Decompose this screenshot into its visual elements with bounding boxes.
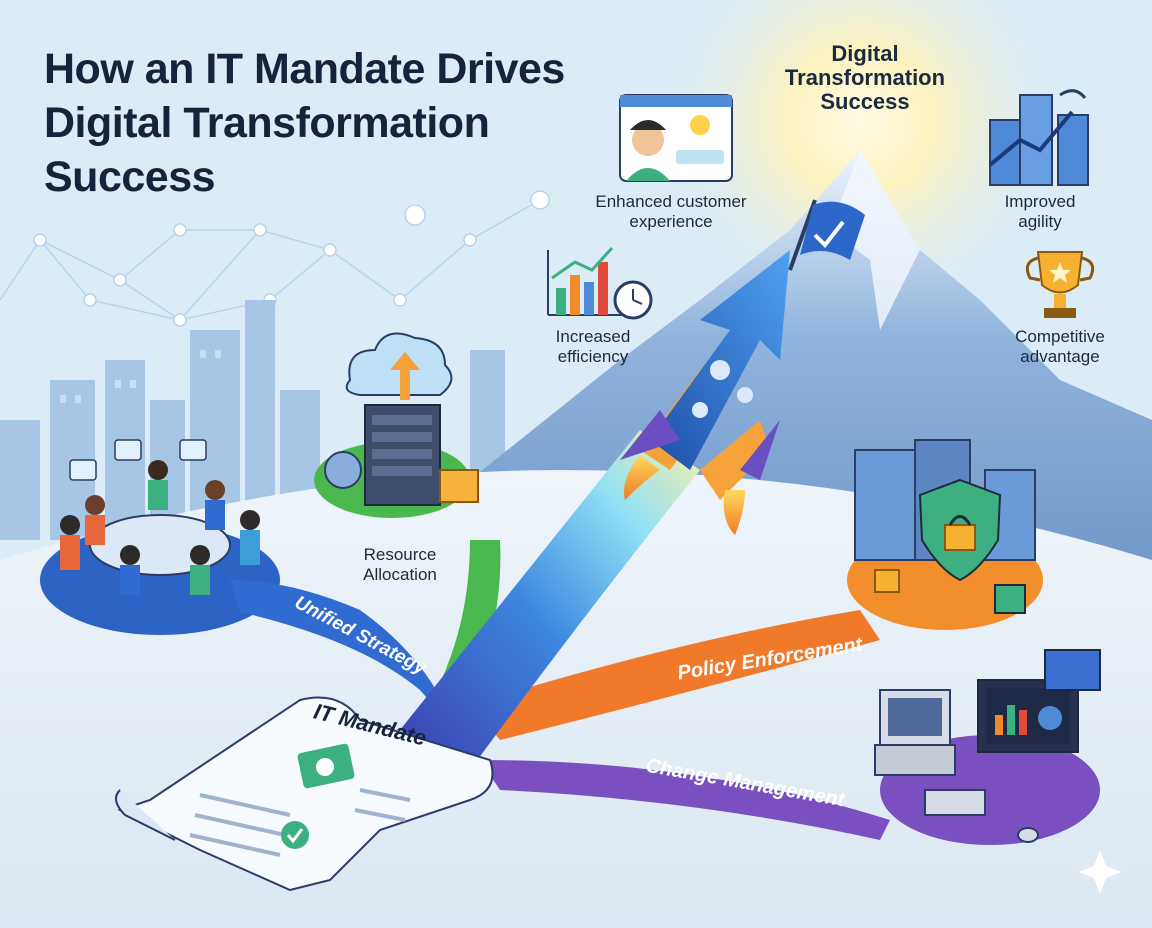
competitive-advantage-label: Competitive advantage (1000, 327, 1120, 367)
agility-label: Improved agility (985, 192, 1095, 232)
title-line-2: Digital Transformation (44, 99, 490, 147)
transformation-beam (400, 430, 700, 770)
buildings-growth-icon (988, 89, 1089, 186)
sparkle-icon (1078, 850, 1122, 894)
resource-allocation-label: Resource Allocation (350, 545, 450, 585)
resource-allocation-line-1: Resource (363, 545, 437, 564)
goal-line-2: Transformation (784, 65, 946, 90)
unified-strategy-path (230, 580, 455, 730)
trophy-icon (1025, 251, 1095, 318)
profile-card-icon (619, 94, 733, 182)
competitive-line-2: advantage (1020, 347, 1100, 366)
agility-line-1: Improved (1004, 192, 1076, 211)
goal-line-3: Success (820, 89, 910, 114)
efficiency-line-1: Increased (555, 327, 631, 346)
flag-check-icon (788, 199, 865, 271)
goal-label: Digital Transformation Success (780, 42, 950, 114)
team-meeting-icon (60, 439, 260, 595)
page-title: How an IT Mandate Drives Digital Transfo… (44, 42, 644, 204)
growth-chart-clock-icon (547, 246, 653, 320)
cloud-upload-server-icon (324, 332, 479, 506)
customer-experience-line-2: experience (629, 212, 713, 231)
efficiency-label: Increased efficiency (538, 327, 648, 367)
security-shield-lock-icon (854, 439, 1036, 614)
rocket-arrow-icon (620, 250, 790, 535)
competitive-line-1: Competitive (1015, 327, 1105, 346)
mandate-document-icon (115, 696, 494, 892)
title-line-3: Success (44, 153, 216, 201)
goal-line-1: Digital (831, 41, 899, 66)
policy-enforcement-path (470, 610, 880, 740)
computer-workstation-icon (874, 649, 1101, 843)
customer-experience-label: Enhanced customer experience (576, 192, 766, 232)
change-management-path (480, 760, 890, 840)
resource-allocation-line-2: Allocation (363, 565, 437, 584)
agility-line-2: agility (1018, 212, 1062, 231)
title-line-1: How an IT Mandate Drives (44, 45, 565, 93)
efficiency-line-2: efficiency (557, 347, 629, 366)
customer-experience-line-1: Enhanced customer (595, 192, 747, 211)
